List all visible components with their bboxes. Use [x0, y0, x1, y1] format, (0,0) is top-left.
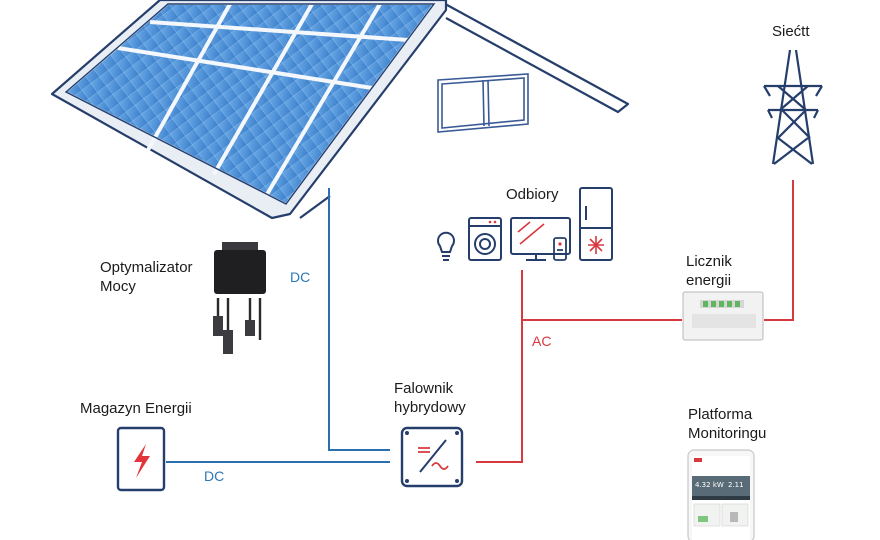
- grid-label: Siećtt: [772, 23, 810, 40]
- battery-icon: [116, 426, 166, 492]
- energy-meter-icon: [682, 291, 764, 341]
- phone-kw-readout: 4.32 kW: [695, 481, 724, 489]
- loads-label: Odbiory: [506, 186, 559, 203]
- washing-machine-icon: [468, 217, 502, 261]
- inverter-icon: [400, 426, 464, 488]
- inverter-label-line1: Falownik: [394, 380, 454, 397]
- light-bulb-icon: [437, 231, 455, 261]
- house-window-icon: [437, 73, 529, 133]
- house-outline: [299, 0, 630, 219]
- phone-kw-unit: kW: [712, 481, 724, 489]
- ac-line-inverter: [476, 270, 523, 463]
- fridge-icon: [579, 187, 613, 261]
- optimizer-label: Optymalizator Mocy: [100, 258, 193, 296]
- tv-icon: [510, 217, 571, 261]
- power-pylon-icon: [763, 49, 823, 165]
- storage-label: Magazyn Energii: [80, 400, 192, 417]
- phone-side-value: 2.11: [728, 481, 744, 489]
- phone-icon: [687, 449, 755, 540]
- phone-kw-value: 4.32: [695, 481, 711, 489]
- inverter-label: Falownik hybrydowy: [394, 379, 466, 417]
- optimizer-label-line1: Optymalizator: [100, 259, 193, 276]
- remote-icon: [553, 237, 567, 261]
- optimizer-label-line2: Mocy: [100, 278, 136, 295]
- ac-label: AC: [532, 333, 552, 349]
- meter-label-line2: energii: [686, 272, 732, 289]
- dc-line-roof-inverter: [328, 188, 390, 451]
- meter-label: Licznik energii: [686, 252, 732, 290]
- inverter-label-line2: hybrydowy: [394, 399, 466, 416]
- monitoring-label-line1: Platforma: [688, 406, 753, 423]
- solar-panel-icon: [50, 0, 448, 220]
- dc-storage-label: DC: [204, 468, 225, 484]
- dc-roof-label: DC: [290, 269, 311, 285]
- monitoring-label-line2: Monitoringu: [688, 425, 767, 442]
- ac-line-grid: [764, 180, 794, 321]
- meter-label-line1: Licznik: [686, 253, 732, 270]
- monitoring-label: Platforma Monitoringu: [688, 405, 766, 443]
- optimizer-icon: [213, 242, 266, 354]
